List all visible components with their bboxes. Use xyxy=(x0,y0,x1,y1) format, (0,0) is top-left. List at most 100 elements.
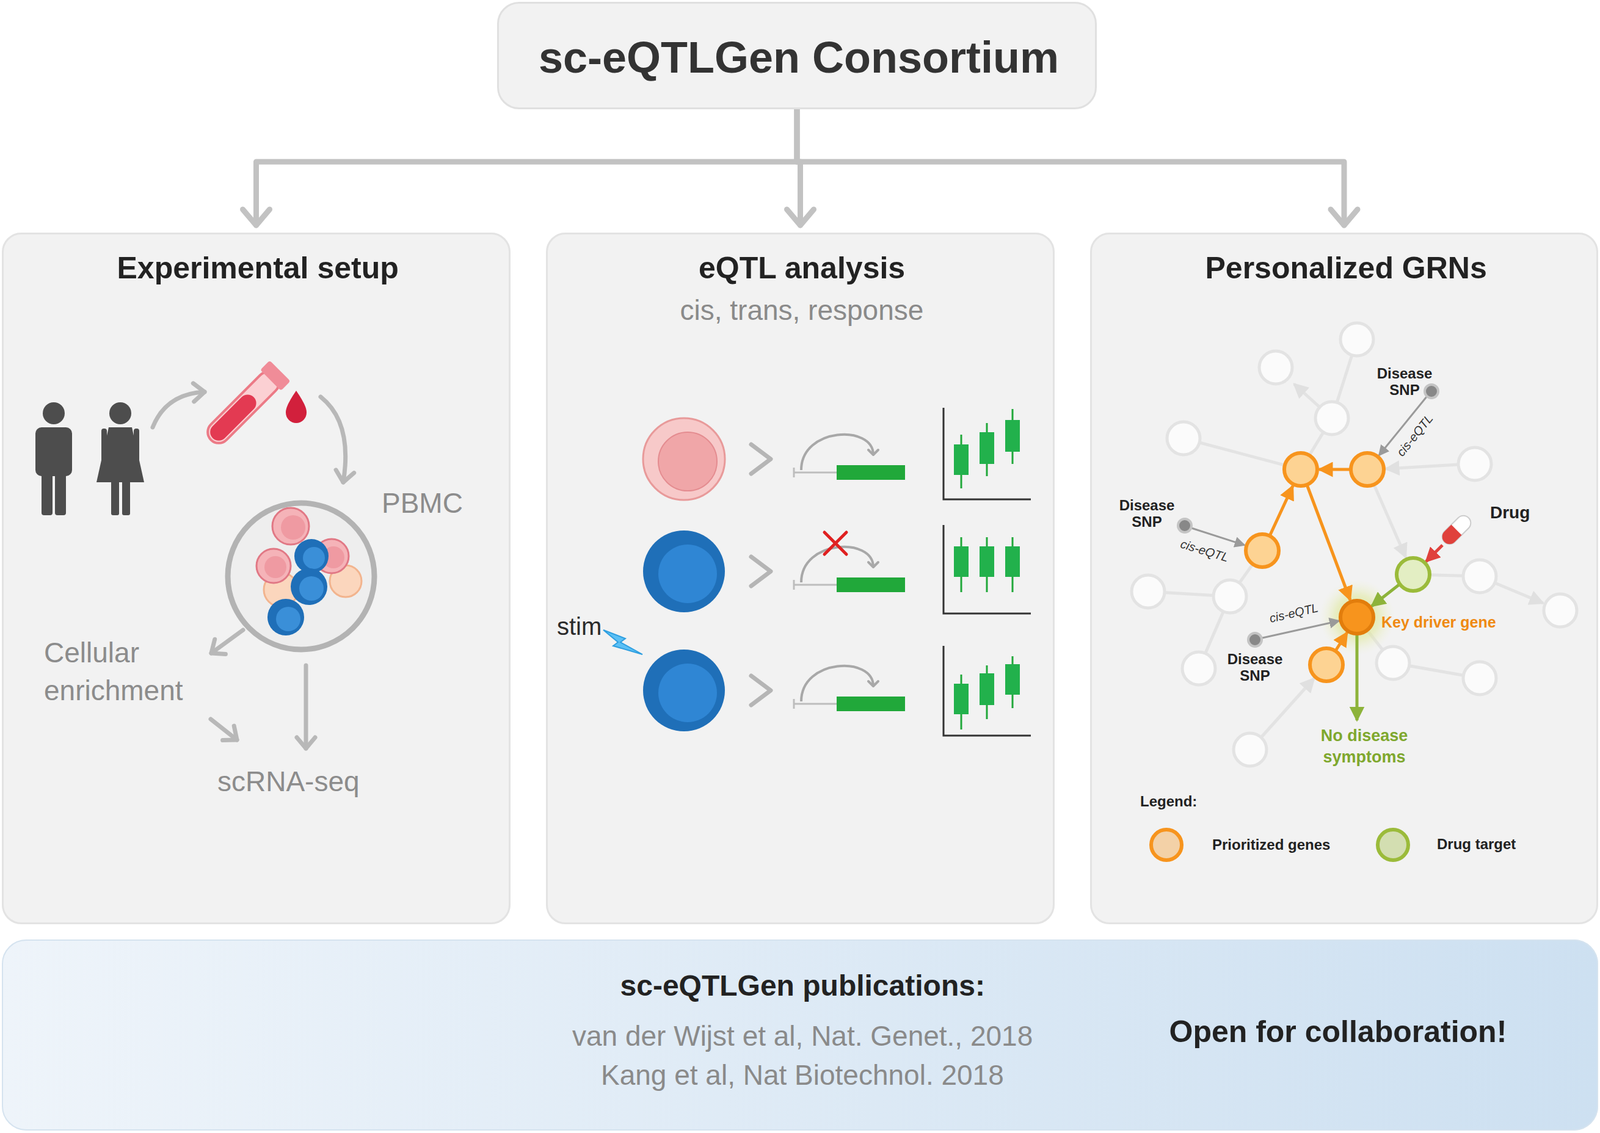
network-edge xyxy=(1374,484,1406,558)
eqtl-label: cis-eQTL xyxy=(1392,411,1436,460)
key-driver-label: Key driver gene xyxy=(1381,613,1497,632)
drug-target-gene xyxy=(1396,558,1430,592)
blood-tube xyxy=(260,360,291,391)
network-gene xyxy=(1259,351,1293,385)
pbmc-dish xyxy=(299,576,324,601)
boxplot-whisker xyxy=(961,537,1013,593)
cell-pink xyxy=(658,432,717,491)
network-gene xyxy=(1458,447,1492,481)
step-label: scRNA-seq xyxy=(217,765,360,799)
flow-arrow xyxy=(211,630,244,654)
pbmc-dish xyxy=(290,568,328,606)
gene-bar xyxy=(836,696,906,712)
chevron-arrow xyxy=(751,556,771,587)
pbmc-dish xyxy=(227,503,375,650)
cell-blue xyxy=(658,663,717,723)
panel-subtitle: cis, trans, response xyxy=(680,293,924,328)
pbmc-dish xyxy=(267,599,305,636)
cell-blue xyxy=(658,544,717,604)
woman-icon xyxy=(111,480,120,516)
chevron-arrow xyxy=(751,444,771,474)
flow-arrow xyxy=(320,396,346,483)
panel-heading: Personalized GRNs xyxy=(1205,249,1488,287)
boxplot-whisker xyxy=(961,409,1013,489)
panel-background xyxy=(1,232,1599,1131)
panel-background xyxy=(1,939,1599,1131)
boxplot-box xyxy=(1005,420,1020,452)
prioritized-edge xyxy=(1269,469,1351,651)
chevron-arrow xyxy=(751,444,771,706)
boxplot-whisker xyxy=(961,656,1013,730)
cell-blue xyxy=(643,530,725,613)
man-icon xyxy=(35,427,73,477)
network-gene xyxy=(1131,323,1577,767)
network-gene xyxy=(1167,421,1200,455)
network-gene xyxy=(1340,323,1374,357)
legend-swatch xyxy=(1149,828,1184,863)
eqtl-label: cis-eQTL xyxy=(1267,600,1320,626)
panel-heading: eQTL analysis xyxy=(698,249,906,287)
network-edge xyxy=(1294,384,1320,408)
title-box: sc-eQTLGen Consortium xyxy=(497,1,1097,110)
gene-bar xyxy=(836,577,906,593)
prioritized-edge xyxy=(1269,486,1293,537)
pbmc-dish xyxy=(294,539,329,574)
man-icon xyxy=(41,470,53,516)
network-gene xyxy=(1233,733,1267,767)
band-heading: sc-eQTLGen publications: xyxy=(620,968,986,1004)
transcription-arc xyxy=(801,666,874,702)
boxplot-box xyxy=(953,546,969,578)
boxplot-box xyxy=(953,444,969,476)
disease-snp-dot xyxy=(1248,633,1262,647)
prioritized-edge xyxy=(1306,484,1351,601)
network-edge xyxy=(1385,464,1459,470)
transcription-arc xyxy=(801,434,874,471)
boxplot-box xyxy=(979,673,995,706)
drug-arrow xyxy=(1425,545,1443,562)
snp-link xyxy=(1191,396,1427,639)
panel-box: Experimental setup xyxy=(1,232,511,925)
boxplot-box xyxy=(953,420,1020,715)
prioritized-gene xyxy=(1245,534,1279,568)
boxplot-axis xyxy=(943,407,1031,736)
prioritized-edge xyxy=(1319,468,1351,472)
network-gene xyxy=(1131,575,1165,609)
boxplot-box xyxy=(1005,664,1020,695)
network-gene xyxy=(1463,560,1497,593)
panel-box: Personalized GRNs xyxy=(1090,232,1599,925)
chevron-arrow xyxy=(751,676,771,706)
collaboration-note: Open for collaboration! xyxy=(1169,1013,1508,1051)
network-gene xyxy=(1213,580,1247,614)
snp-label: Disease SNP xyxy=(1370,365,1439,399)
flow-arrow xyxy=(304,665,309,749)
citation: van der Wijst et al, Nat. Genet., 2018 xyxy=(572,1019,1033,1054)
outcome-label: No disease symptoms xyxy=(1303,725,1426,769)
network-gene xyxy=(1543,594,1577,628)
branch-arrow xyxy=(796,109,1345,226)
drug-capsule xyxy=(1439,512,1475,548)
blood-tube xyxy=(206,391,260,445)
eqtl-label: cis-eQTL xyxy=(1178,536,1231,566)
panel-background xyxy=(1090,232,1599,925)
boxplot-box xyxy=(979,546,995,578)
panel-background xyxy=(545,232,1055,925)
cell-blue xyxy=(643,530,725,732)
blood-drop xyxy=(285,390,307,424)
key-driver-gene xyxy=(1340,600,1374,634)
blocked-cross xyxy=(824,532,847,555)
drug-effect-edge xyxy=(1371,584,1400,607)
branch-arrow xyxy=(256,109,798,226)
snp-label: Disease SNP xyxy=(1113,497,1181,531)
drug-capsule xyxy=(1439,525,1462,548)
flow-arrow xyxy=(210,719,237,741)
cell-pink xyxy=(643,418,725,501)
disease-snp-dot xyxy=(1424,384,1439,399)
woman-icon xyxy=(133,428,140,465)
legend-title: Legend: xyxy=(1140,793,1197,811)
gene-bar xyxy=(836,465,906,480)
boxplot-box xyxy=(979,432,995,465)
prioritized-gene xyxy=(1245,453,1384,682)
